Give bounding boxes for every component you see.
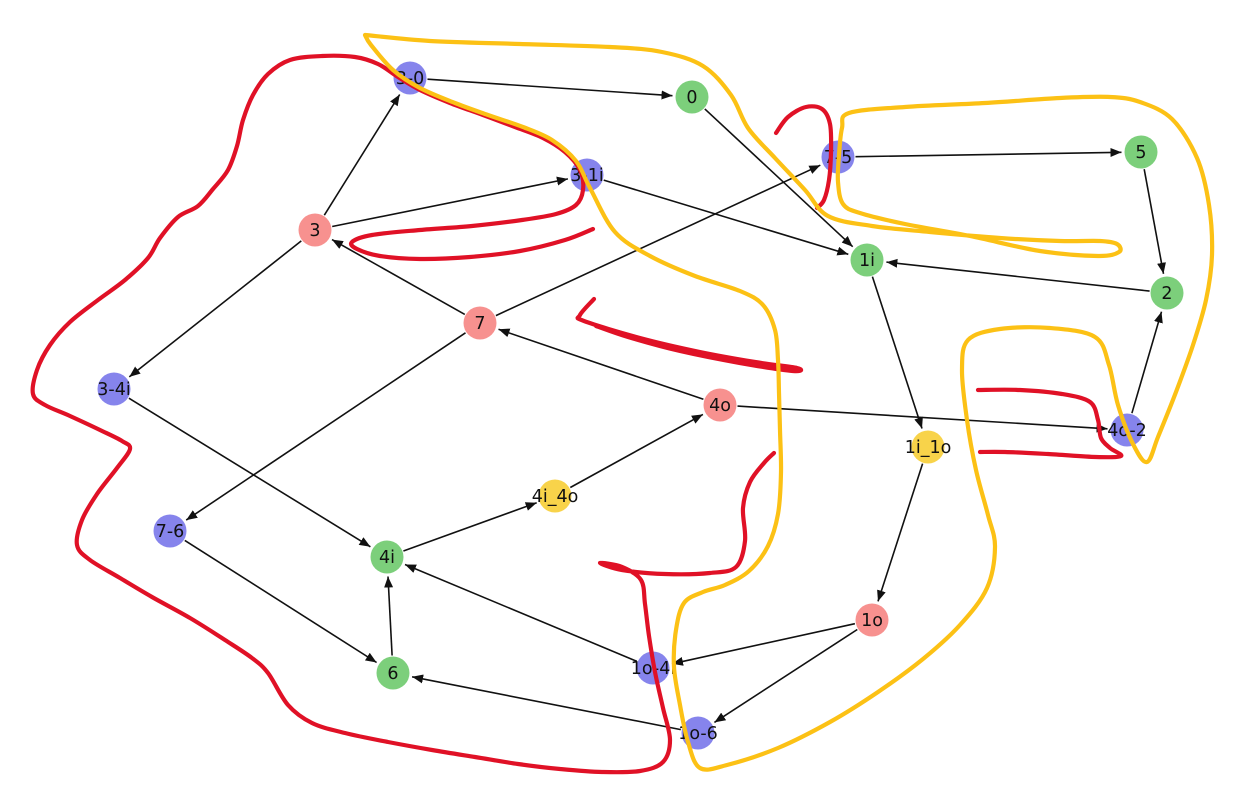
edge-7-5-to-5 bbox=[855, 147, 1122, 158]
graph-node-0 bbox=[675, 80, 709, 114]
edge-1o-6-to-6 bbox=[411, 674, 681, 731]
edge-3-to-3-4i bbox=[128, 240, 302, 378]
edge-3-4i-to-4i bbox=[128, 397, 371, 548]
graph-node-3 bbox=[298, 213, 332, 247]
graph-node-2 bbox=[1150, 276, 1184, 310]
edge-4i-to-4i_4o bbox=[403, 501, 537, 552]
graph-node-4o bbox=[703, 388, 737, 422]
edge-3-1i-to-1i bbox=[603, 179, 849, 256]
edge-6-to-4i bbox=[384, 576, 394, 656]
graph-node-label-5: 5 bbox=[1135, 143, 1146, 163]
graph-node-label-3-4i: 3-4i bbox=[97, 380, 130, 400]
graph-node-4i bbox=[370, 540, 404, 574]
edge-7-to-7-5 bbox=[495, 164, 821, 317]
edge-0-to-1i bbox=[704, 108, 854, 248]
annotation-red-main-loop bbox=[30, 53, 777, 775]
edge-7-to-7-6 bbox=[185, 332, 466, 521]
graph-node-label-4o: 4o bbox=[709, 396, 731, 416]
graph-node-3-4i bbox=[97, 372, 131, 406]
edge-7-to-3 bbox=[331, 238, 466, 316]
graph-node-label-1i: 1i bbox=[859, 251, 875, 271]
edge-1o-4i-to-4i bbox=[404, 563, 638, 663]
edge-2-to-1i bbox=[886, 258, 1150, 292]
graph-node-label-1i_1o: 1i_1o bbox=[905, 438, 952, 458]
graph-node-label-6: 6 bbox=[387, 664, 398, 684]
edge-1o-to-1o-4i bbox=[671, 622, 856, 666]
annotation-red-squiggle-7-5 bbox=[773, 104, 834, 211]
graph-node-label-0: 0 bbox=[686, 88, 697, 108]
graph-node-7 bbox=[463, 306, 497, 340]
edge-4o-to-4o-2 bbox=[737, 405, 1108, 433]
graph-node-label-4i_4o: 4i_4o bbox=[532, 487, 579, 507]
graph-node-6 bbox=[376, 656, 410, 690]
edge-1i-to-1i_1o bbox=[871, 276, 923, 429]
annotation-yellow-loop bbox=[362, 32, 1215, 772]
graph-node-label-2: 2 bbox=[1161, 284, 1172, 304]
edge-3-to-3-1i bbox=[332, 176, 569, 228]
edge-1o-to-1o-6 bbox=[713, 628, 858, 724]
graph-node-label-1o: 1o bbox=[861, 611, 883, 631]
graph-node-label-3: 3 bbox=[309, 221, 320, 241]
graph-node-1o bbox=[855, 603, 889, 637]
graph-node-4i_4o bbox=[538, 479, 572, 513]
edges-layer bbox=[128, 78, 1166, 731]
graph-node-label-4i: 4i bbox=[379, 548, 395, 568]
edge-3-to-3-0 bbox=[323, 94, 401, 216]
graph-node-1i bbox=[850, 243, 884, 277]
graph-node-label-7: 7 bbox=[474, 314, 485, 334]
edge-3-0-to-0 bbox=[427, 78, 673, 100]
edge-4o-to-7 bbox=[498, 328, 704, 401]
edge-4o-2-to-2 bbox=[1131, 311, 1163, 414]
annotations-layer bbox=[30, 32, 1215, 775]
graph-node-5 bbox=[1124, 135, 1158, 169]
edge-1i_1o-to-1o bbox=[877, 463, 924, 602]
graph-node-label-7-6: 7-6 bbox=[156, 522, 185, 542]
graph-node-1i_1o bbox=[911, 430, 945, 464]
edge-4i_4o-to-4o bbox=[569, 413, 704, 489]
edge-7-6-to-6 bbox=[184, 539, 378, 664]
graph-node-7-6 bbox=[153, 514, 187, 548]
edge-5-to-2 bbox=[1143, 169, 1166, 274]
annotation-red-hook-4o-2 bbox=[975, 387, 1124, 460]
